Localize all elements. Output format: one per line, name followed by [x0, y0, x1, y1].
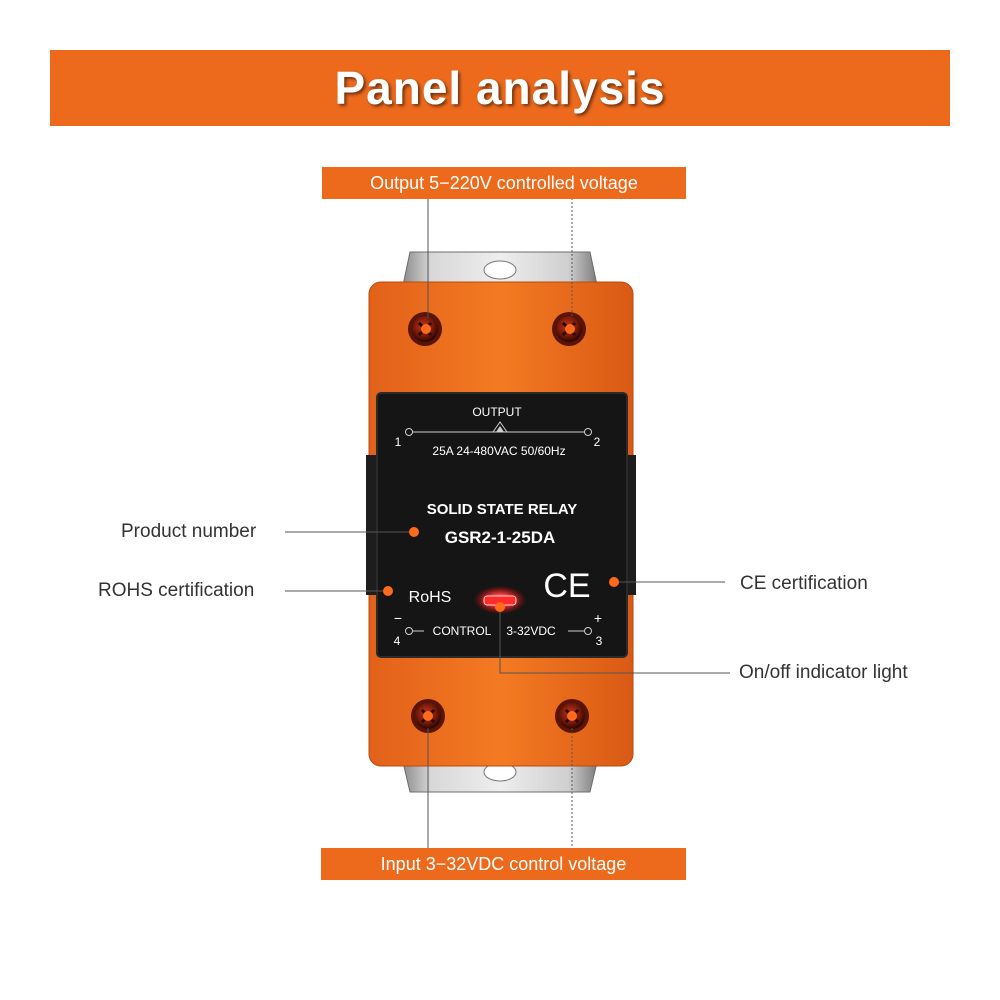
callout-product-number: Product number — [121, 521, 257, 542]
terminal-1-label: 1 — [395, 435, 402, 449]
control-range: 3-32VDC — [506, 624, 556, 638]
dot-input-left — [423, 711, 433, 721]
input-voltage-tag: Input 3−32VDC control voltage — [321, 848, 686, 880]
output-voltage-text: Output 5−220V controlled voltage — [370, 172, 638, 193]
dot-product-number — [409, 527, 419, 537]
header-banner: Panel analysis — [50, 50, 950, 126]
dot-output-right — [565, 324, 575, 334]
output-label: OUTPUT — [472, 405, 522, 419]
dot-output-left — [421, 324, 431, 334]
output-rating: 25A 24-480VAC 50/60Hz — [432, 444, 565, 458]
callout-indicator: On/off indicator light — [739, 662, 908, 683]
callout-rohs: ROHS certification — [98, 580, 255, 601]
control-label: CONTROL — [433, 624, 492, 638]
model-number: GSR2-1-25DA — [445, 528, 556, 547]
terminal-4-label: 4 — [394, 634, 401, 648]
terminal-2-label: 2 — [594, 435, 601, 449]
dot-input-right — [567, 711, 577, 721]
relay-face-plate — [377, 393, 627, 657]
input-voltage-text: Input 3−32VDC control voltage — [380, 853, 627, 874]
output-voltage-tag: Output 5−220V controlled voltage — [322, 167, 686, 199]
dot-indicator — [495, 602, 505, 612]
page-title: Panel analysis — [334, 62, 666, 114]
relay-title: SOLID STATE RELAY — [427, 501, 578, 518]
dot-rohs — [383, 586, 393, 596]
rohs-mark: RoHS — [409, 589, 452, 606]
bracket-slot-top — [483, 260, 517, 280]
dot-ce — [609, 577, 619, 587]
callout-ce: CE certification — [740, 573, 868, 594]
terminal-3-label: 3 — [596, 634, 603, 648]
minus-sign: − — [394, 610, 402, 626]
leader-lines — [285, 198, 730, 848]
ce-mark: CE — [543, 567, 590, 605]
plus-sign: + — [594, 610, 602, 626]
